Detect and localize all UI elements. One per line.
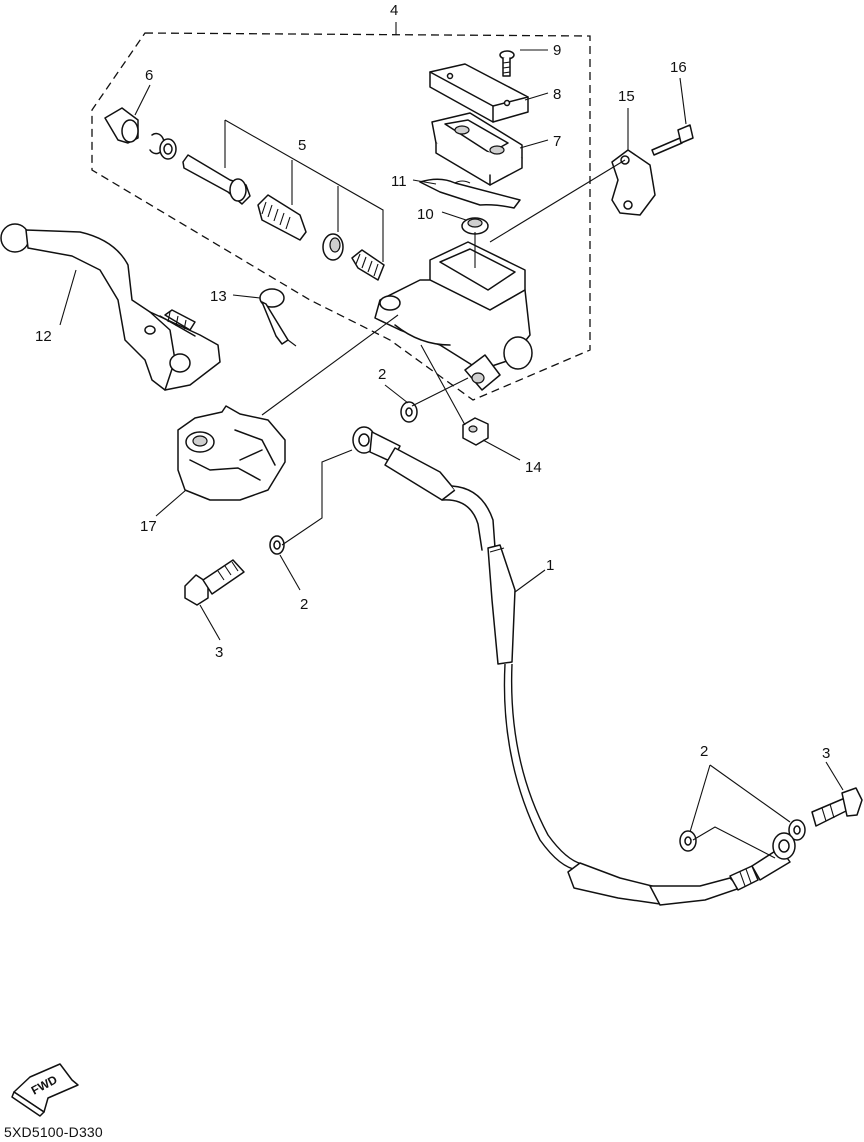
label-13: 13 — [210, 288, 227, 305]
part-7-diaphragm-holder — [431, 112, 523, 186]
part-5-piston-kit — [182, 119, 385, 281]
diagram-code: 5XD5100-D330 — [4, 1124, 103, 1140]
label-2-lower: 2 — [300, 596, 308, 613]
part-12-brake-lever — [0, 223, 221, 391]
label-14: 14 — [525, 459, 542, 476]
label-3-right: 3 — [822, 745, 830, 762]
part-9-screw — [499, 50, 515, 77]
part-11-gasket — [419, 178, 521, 209]
label-7: 7 — [553, 133, 561, 150]
label-1: 1 — [546, 557, 554, 574]
label-10: 10 — [417, 206, 434, 223]
label-11: 11 — [391, 173, 407, 190]
part-labels: 4 6 9 8 7 5 15 16 11 10 13 12 2 14 17 1 … — [35, 2, 830, 762]
part-4-master-cylinder — [374, 241, 533, 391]
part-6-boot — [104, 107, 139, 144]
label-15: 15 — [618, 88, 635, 105]
label-2-right: 2 — [700, 743, 708, 760]
leader-lines — [59, 49, 844, 859]
assembly-boundary — [91, 22, 591, 401]
label-12: 12 — [35, 328, 52, 345]
part-3-union-bolt-left — [184, 559, 245, 606]
label-16: 16 — [670, 59, 687, 76]
part-8-reservoir-cap — [429, 63, 529, 123]
label-17: 17 — [140, 518, 157, 535]
label-5: 5 — [298, 137, 306, 154]
part-16-clamp-bolt — [651, 124, 694, 156]
part-2-washer-lower — [269, 535, 285, 555]
part-1-brake-hose — [352, 426, 796, 906]
part-3-union-bolt-right — [811, 787, 863, 827]
label-8: 8 — [553, 86, 561, 103]
part-2-washer-upper — [400, 401, 418, 423]
part-2-washer-right-a — [679, 830, 697, 852]
label-9: 9 — [553, 42, 561, 59]
label-3-left: 3 — [215, 644, 223, 661]
part-13-pivot-bolt — [259, 288, 297, 347]
part-15-clamp — [611, 149, 656, 216]
label-2-upper: 2 — [378, 366, 386, 383]
circlip — [149, 132, 177, 160]
fwd-arrow-icon: FWD — [11, 1063, 79, 1117]
part-14-nut — [462, 417, 489, 446]
part-10-float — [461, 217, 489, 235]
part-17-lever-bracket — [177, 405, 286, 501]
label-4: 4 — [390, 2, 398, 19]
part-2-washer-right-b — [788, 819, 806, 841]
label-6: 6 — [145, 67, 153, 84]
